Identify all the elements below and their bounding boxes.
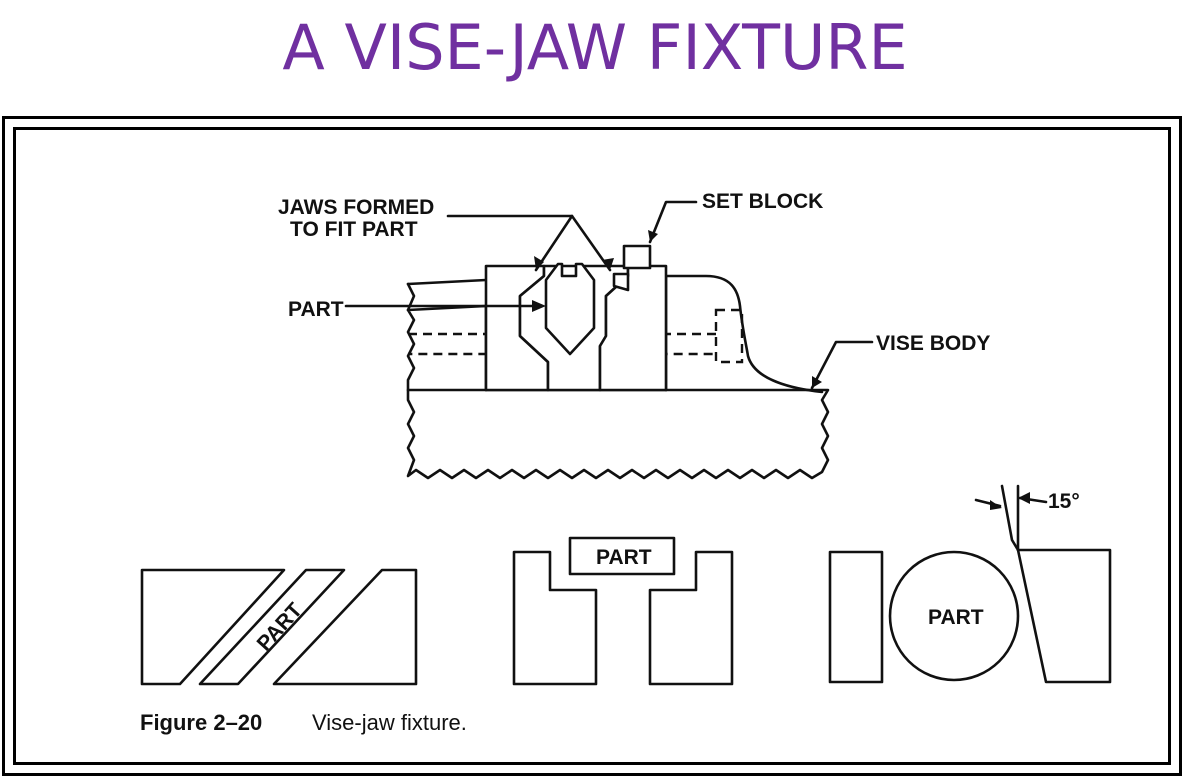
figure-caption: Vise-jaw fixture. [312,710,467,735]
vise-body [406,274,830,480]
label-angle: 15° [1048,490,1080,513]
label-vise-body: VISE BODY [876,332,990,355]
round-part-example: PART 15° [828,484,1112,684]
vise-jaw-diagram: JAWS FORMED TO FIT PART SET BLOCK PART V… [140,190,1112,735]
figure-number: Figure 2–20 [140,710,262,735]
label-jaws-formed-line2: TO FIT PART [290,218,418,241]
set-block [622,244,652,270]
image-frame-inner: JAWS FORMED TO FIT PART SET BLOCK PART V… [13,127,1171,765]
diagonal-jaws-example: PART [140,568,418,686]
leader-lines [344,200,874,390]
label-part-diagonal: PART [253,599,307,656]
label-set-block: SET BLOCK [702,190,823,213]
label-jaws-formed-line1: JAWS FORMED [278,196,434,219]
label-part-center: PART [596,546,652,569]
stepped-jaws-example: PART [512,536,734,686]
label-part-main: PART [288,298,344,321]
label-part-round: PART [928,606,984,629]
jaws [484,262,668,392]
image-frame: JAWS FORMED TO FIT PART SET BLOCK PART V… [2,116,1182,776]
set-block-tab [612,272,630,292]
arrowheads [532,230,822,388]
slide-title: A VISE-JAW FIXTURE [282,11,908,84]
